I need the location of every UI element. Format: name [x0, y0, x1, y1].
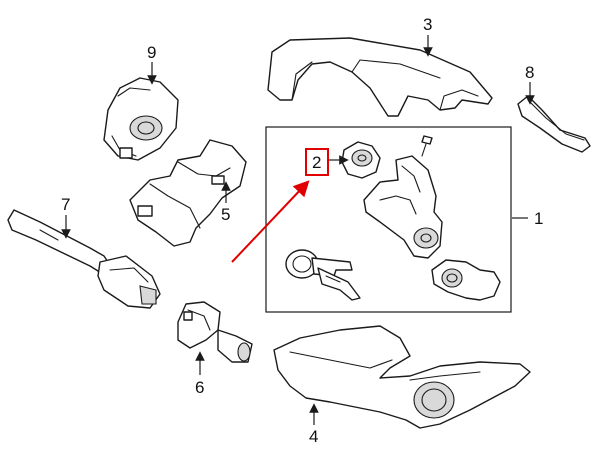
key-part	[285, 249, 361, 301]
upper-shroud-part	[267, 37, 493, 117]
trim-cover-part	[517, 95, 591, 153]
ignition-housing-part	[363, 155, 443, 259]
clock-spring-part	[103, 77, 179, 161]
callout-8: 8	[525, 63, 534, 82]
ignition-lock-box	[265, 126, 512, 313]
lower-shroud-part	[273, 325, 531, 429]
callout-1: 1	[534, 209, 543, 228]
screw-part	[421, 135, 433, 157]
callout-5: 5	[221, 205, 230, 224]
callout-3: 3	[423, 15, 432, 34]
callout-4: 4	[309, 427, 318, 446]
callout-2: 2	[312, 153, 321, 172]
switch-housing-part	[129, 139, 247, 247]
callout-6: 6	[195, 378, 204, 397]
actuator-part	[431, 259, 501, 301]
lock-cylinder-part	[341, 141, 381, 179]
callout-9: 9	[147, 43, 156, 62]
callout-7: 7	[61, 195, 70, 214]
stalk-switch-part	[7, 209, 161, 309]
highlight-arrow	[231, 180, 310, 263]
highlight-box	[305, 148, 329, 176]
wiper-switch-part	[177, 301, 253, 363]
